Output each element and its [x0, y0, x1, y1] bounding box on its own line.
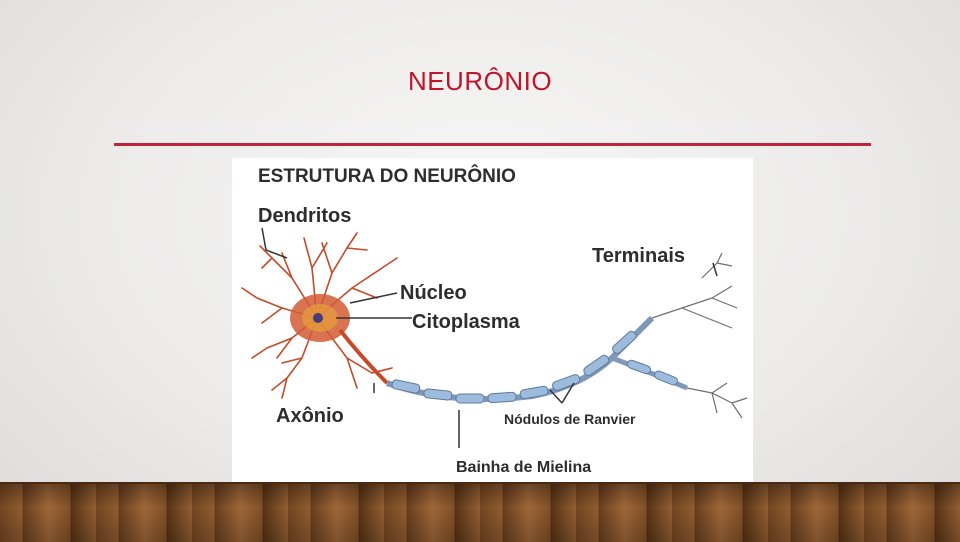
axon-branch: [611, 355, 688, 391]
label-dendritos: Dendritos: [258, 205, 351, 227]
leader-lines: [261, 227, 718, 448]
axon-terminals: [651, 252, 748, 419]
title-underline: [114, 143, 871, 146]
label-nucleo: Núcleo: [400, 282, 467, 304]
diagram-heading: ESTRUTURA DO NEURÔNIO: [258, 165, 516, 187]
label-bainha: Bainha de Mielina: [456, 459, 591, 476]
wood-floor-decoration: [0, 482, 960, 542]
neuron-diagram: ESTRUTURA DO NEURÔNIO: [232, 158, 753, 483]
myelin-branch: [626, 359, 678, 386]
label-axonio: Axônio: [276, 405, 344, 427]
axon-hillock: [338, 328, 389, 385]
label-terminais: Terminais: [592, 245, 685, 267]
nucleus: [313, 313, 323, 323]
label-citoplasma: Citoplasma: [412, 311, 521, 333]
myelin-sheath: [391, 330, 637, 404]
slide-title: NEURÔNIO: [407, 66, 553, 96]
label-nodulos: Nódulos de Ranvier: [504, 411, 636, 427]
neuron-illustration: ESTRUTURA DO NEURÔNIO: [241, 165, 748, 476]
